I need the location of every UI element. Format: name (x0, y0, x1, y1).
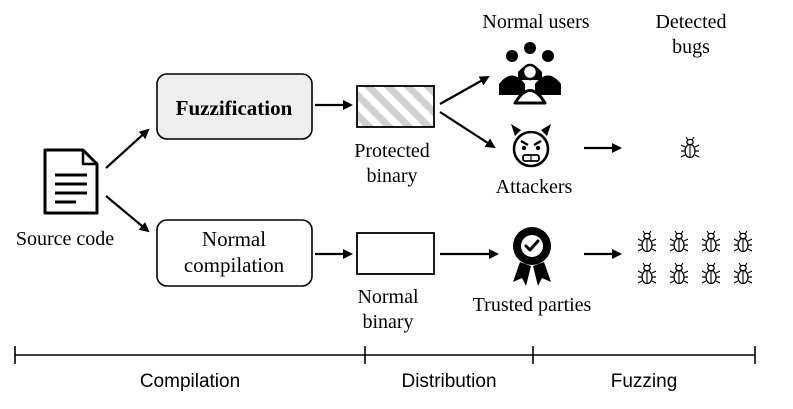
detected-bugs-line1: Detected (655, 11, 726, 33)
arrow-to-fuzzification (105, 128, 150, 169)
arrow-to-normal-users (439, 76, 490, 105)
normal-binary-box (356, 232, 435, 275)
detected-bugs-line2: bugs (672, 36, 710, 58)
arrow-to-normal-compilation (105, 195, 150, 233)
stage-compilation-label: Compilation (140, 371, 240, 392)
normal-binary-line2: binary (362, 311, 413, 333)
stage-distribution-label: Distribution (401, 371, 496, 392)
protected-binary-box (356, 85, 435, 128)
bug-icon (669, 262, 689, 285)
source-code-label: Source code (16, 228, 114, 250)
bug-icon (669, 230, 689, 253)
bug-icon (733, 262, 753, 285)
bug-icon (637, 230, 657, 253)
normal-compilation-line1: Normal (202, 227, 266, 251)
certified-badge-icon (513, 227, 551, 286)
normal-binary-line1: Normal (357, 286, 419, 308)
fuzzification-label: Fuzzification (176, 96, 293, 120)
users-group-icon (499, 42, 561, 105)
arrow-to-attackers (439, 111, 496, 149)
trusted-bugs-group (637, 230, 753, 285)
attacker-bugs-group (680, 136, 700, 159)
bug-icon (733, 230, 753, 253)
stage-fuzzing-label: Fuzzing (611, 371, 678, 392)
fuzzification-box (156, 73, 313, 140)
normal-compilation-line2: compilation (184, 253, 285, 277)
normal-compilation-box (156, 219, 313, 287)
bug-icon (701, 230, 721, 253)
trusted-parties-label: Trusted parties (473, 294, 592, 316)
stage-timeline (14, 346, 756, 364)
bug-icon (680, 136, 700, 159)
bug-icon (701, 262, 721, 285)
angry-face-icon (511, 124, 551, 168)
normal-users-label: Normal users (482, 11, 589, 33)
protected-binary-line1: Protected (354, 140, 430, 162)
attackers-label: Attackers (496, 176, 573, 198)
document-icon (43, 148, 99, 215)
bug-icon (637, 262, 657, 285)
protected-binary-line2: binary (366, 165, 417, 187)
